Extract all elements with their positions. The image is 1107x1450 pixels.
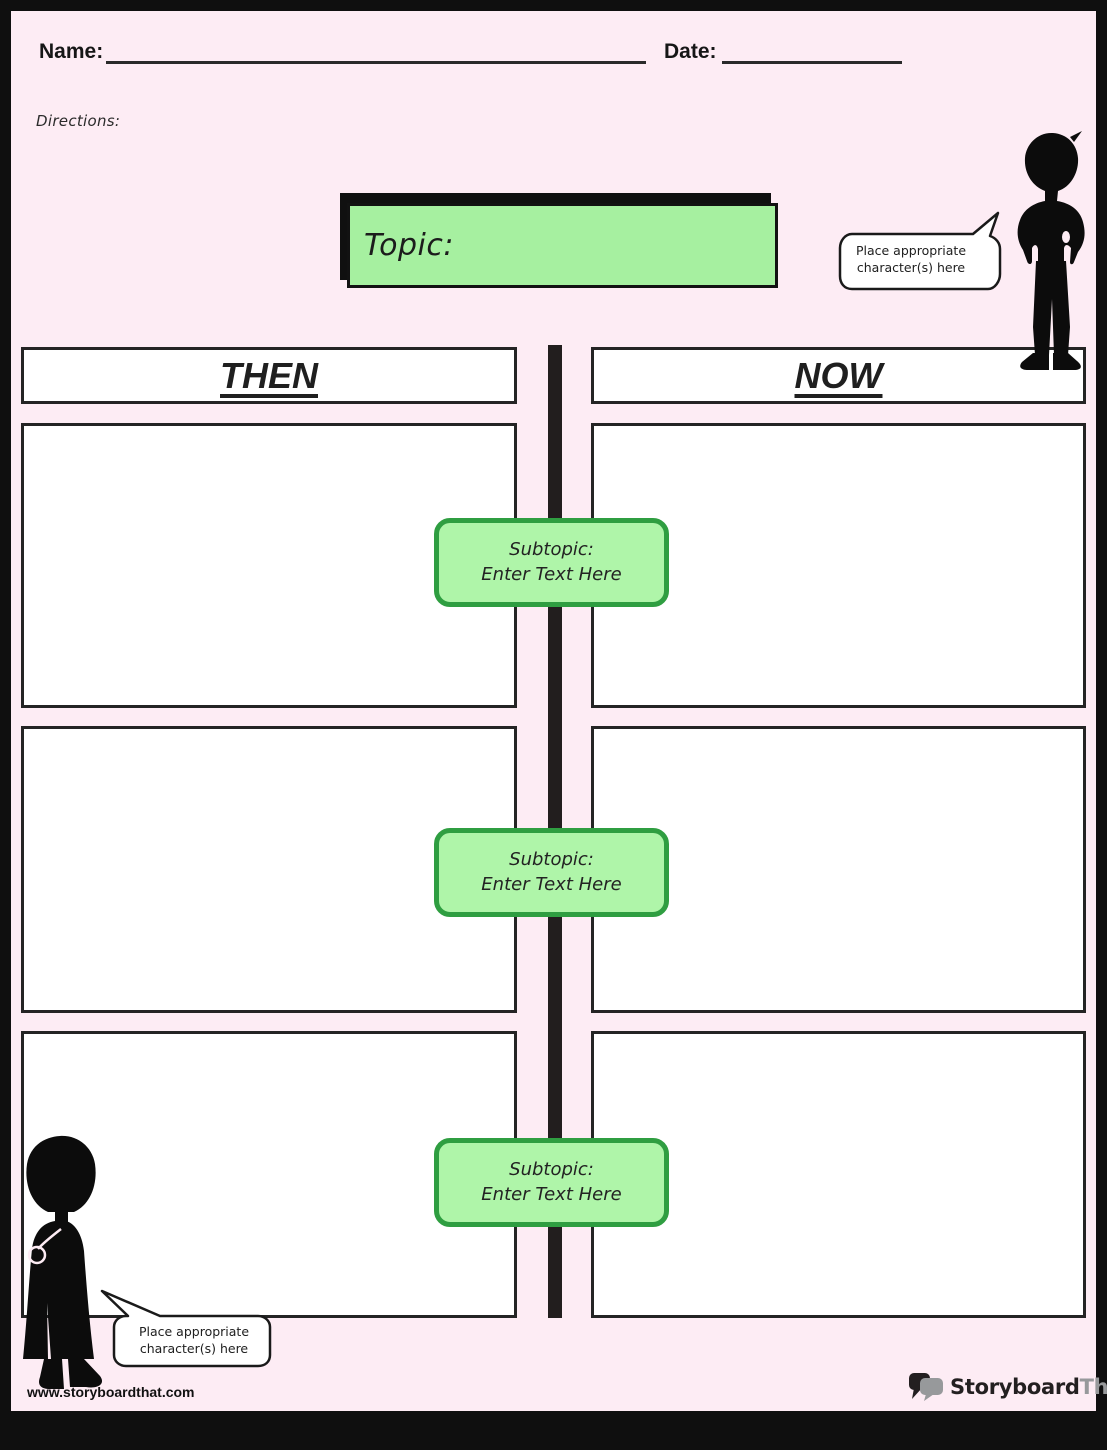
storyboardthat-logo-icon <box>909 1373 943 1401</box>
woman-character-silhouette[interactable] <box>14 1133 109 1395</box>
boy-character-silhouette[interactable] <box>1008 131 1094 371</box>
name-label: Name: <box>39 40 104 63</box>
subtopic-box-2[interactable]: Subtopic: Enter Text Here <box>434 828 669 917</box>
subtopic-1-body: Enter Text Here <box>481 564 622 585</box>
storyboardthat-logo: StoryboardThat <box>908 1372 1107 1402</box>
now-header-label: NOW <box>794 355 883 396</box>
speech-bubble-top-right[interactable] <box>830 210 1002 294</box>
subtopic-box-1[interactable]: Subtopic: Enter Text Here <box>434 518 669 607</box>
now-cell-1[interactable] <box>591 423 1086 708</box>
subtopic-1-title: Subtopic: <box>509 539 594 560</box>
storyboardthat-logo-text: StoryboardThat <box>950 1375 1107 1399</box>
now-header[interactable]: NOW <box>591 347 1086 404</box>
speech-bubble-top-right-text: Place appropriate character(s) here <box>855 243 967 275</box>
website-url: www.storyboardthat.com <box>27 1384 195 1400</box>
subtopic-2-title: Subtopic: <box>509 849 594 870</box>
date-fill-line[interactable] <box>722 61 902 64</box>
subtopic-3-body: Enter Text Here <box>481 1184 622 1205</box>
topic-label: Topic: <box>364 228 454 263</box>
directions-label: Directions: <box>36 112 121 130</box>
subtopic-2-body: Enter Text Here <box>481 874 622 895</box>
then-header-label: THEN <box>220 355 318 396</box>
speech-bubble-bottom-left[interactable] <box>98 1286 273 1368</box>
name-fill-line[interactable] <box>106 61 646 64</box>
date-label: Date: <box>664 40 717 63</box>
subtopic-box-3[interactable]: Subtopic: Enter Text Here <box>434 1138 669 1227</box>
topic-box[interactable]: Topic: <box>347 203 778 288</box>
then-header[interactable]: THEN <box>21 347 517 404</box>
speech-bubble-bottom-left-text: Place appropriate character(s) here <box>138 1324 250 1356</box>
subtopic-3-title: Subtopic: <box>509 1159 594 1180</box>
